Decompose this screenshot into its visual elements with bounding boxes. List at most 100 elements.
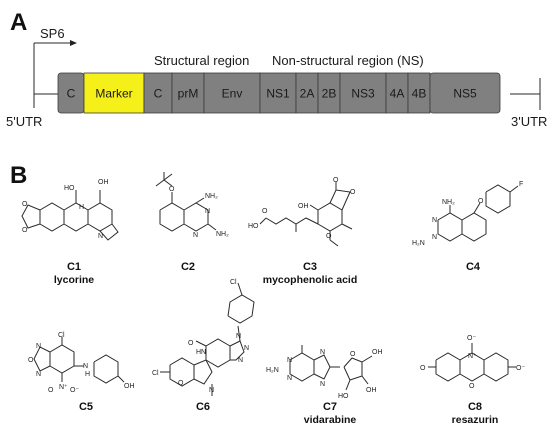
genome-segment-label-2: Marker [95, 87, 132, 101]
compound-name-c7: vidarabine [304, 414, 357, 426]
c6-atom-n-bottom: N [209, 387, 214, 394]
c5-atom-ominus: O⁻ [70, 387, 79, 394]
c2-atom-nh2-top: NH₂ [205, 193, 218, 200]
c2-atom-o: O [169, 186, 175, 193]
structural-region-label: Structural region [154, 53, 249, 68]
genome-segment-5 [203, 72, 261, 114]
sp6-label: SP6 [40, 26, 65, 41]
c5-atom-n1: N [36, 343, 41, 350]
c5-atom-oh: OH [124, 383, 135, 390]
c5-atom-o: O [28, 357, 34, 364]
compound-id-c8: C8 [468, 401, 482, 413]
genome-segment-label-10: 4A [390, 87, 405, 101]
utr5-label: 5'UTR [6, 114, 42, 129]
c6-atom-hn: HN [196, 349, 206, 356]
c7-atom-h2n: H₂N [266, 367, 279, 374]
structure-c5 [33, 337, 125, 384]
genome-segment-label-7: 2A [300, 87, 315, 101]
c4-atom-h2n: H₂N [412, 240, 425, 247]
compound-name-c1: lycorine [54, 274, 94, 286]
structure-c1 [21, 190, 119, 241]
compound-name-c8: resazurin [452, 414, 499, 426]
sp6-promoter-arrow [33, 40, 77, 108]
compound-id-c7: C7 [323, 401, 337, 413]
c3-atom-o-methoxy: O [326, 233, 332, 240]
panel-label-b: B [10, 162, 27, 189]
nonstructural-region-label: Non-structural region (NS) [272, 53, 424, 68]
c6-atom-n3: N [238, 357, 243, 364]
c5-atom-cl: Cl [58, 332, 65, 339]
compound-id-c2: C2 [181, 261, 195, 273]
genome-segment-label-12: NS5 [453, 87, 477, 101]
c6-atom-cl-left: Cl [152, 370, 159, 377]
structure-c7 [289, 345, 373, 391]
c8-atom-ominus-top: O⁻ [467, 335, 476, 342]
structure-c2 [155, 172, 217, 232]
compound-id-c1: C1 [67, 261, 81, 273]
c6-atom-n1: N [236, 333, 241, 340]
c6-atom-n2: N [244, 345, 249, 352]
c8-atom-o-left: O [420, 365, 426, 372]
c6-atom-o-bottom: O [178, 380, 184, 387]
c1-atom-n: N [98, 233, 103, 240]
c4-atom-o: O [478, 198, 484, 205]
c3-atom-oh: OH [298, 203, 309, 210]
c6-atom-cl-top: Cl [230, 279, 237, 286]
structure-c8 [428, 343, 516, 382]
c4-atom-n2: N [432, 234, 437, 241]
c7-atom-n4: N [320, 381, 325, 388]
c1-atom-o1: O [22, 201, 28, 208]
c7-atom-n2: N [287, 375, 292, 382]
c7-atom-oh1: OH [372, 349, 383, 356]
genome-segment-label-6: NS1 [266, 87, 290, 101]
c3-atom-o-acid: O [262, 208, 268, 215]
genome-segment-3 [143, 72, 173, 114]
c3-atom-o-ring: O [350, 189, 356, 196]
compound-name-c3: mycophenolic acid [263, 274, 358, 286]
c5-atom-n2: N [36, 371, 41, 378]
utr3-label: 3'UTR [511, 114, 547, 129]
c5-atom-nh: N [83, 363, 88, 370]
genome-segment-label-8: 2B [322, 87, 337, 101]
c2-atom-nh2-bottom: NH₂ [216, 231, 229, 238]
c7-atom-n3: N [320, 349, 325, 356]
c7-atom-o: O [350, 351, 356, 358]
c8-atom-nplus: N⁺ [468, 353, 477, 360]
c4-atom-f: F [519, 181, 523, 188]
genome-segment-12 [429, 72, 501, 114]
c1-atom-o2: O [22, 227, 28, 234]
c7-atom-ho: HO [338, 393, 349, 400]
genome-segment-4 [171, 72, 205, 114]
compound-id-c4: C4 [466, 261, 481, 273]
genome-segment-label-3: C [154, 87, 163, 101]
c5-atom-h: H [85, 371, 90, 378]
c7-atom-n1: N [287, 357, 292, 364]
c2-atom-n1: N [205, 208, 210, 215]
c8-atom-ominus-right: O⁻ [516, 365, 525, 372]
c3-atom-o-carbonyl: O [333, 177, 339, 184]
c4-atom-nh2: NH₂ [442, 199, 455, 206]
c3-atom-ho: HO [248, 223, 259, 230]
genome-segment-9 [339, 72, 387, 114]
c4-atom-n1: N [432, 217, 437, 224]
c5-atom-o-nitro: O [48, 387, 54, 394]
c8-atom-o-ring: O [469, 383, 475, 390]
compound-id-c3: C3 [303, 261, 317, 273]
structure-c6 [160, 282, 255, 396]
compound-id-c5: C5 [79, 401, 93, 413]
compound-id-c6: C6 [196, 401, 210, 413]
structure-c3 [259, 182, 353, 247]
c1-atom-h: H [79, 204, 84, 211]
c5-atom-nplus: N⁺ [59, 384, 68, 391]
genome-segment-label-4: prM [178, 87, 199, 101]
c6-atom-o-top: O [188, 340, 194, 347]
c2-atom-n2: N [193, 232, 198, 239]
c1-atom-ho: HO [64, 185, 75, 192]
c1-atom-oh: OH [98, 179, 109, 186]
structure-c4 [437, 184, 519, 242]
genome-segment-label-5: Env [222, 87, 243, 101]
